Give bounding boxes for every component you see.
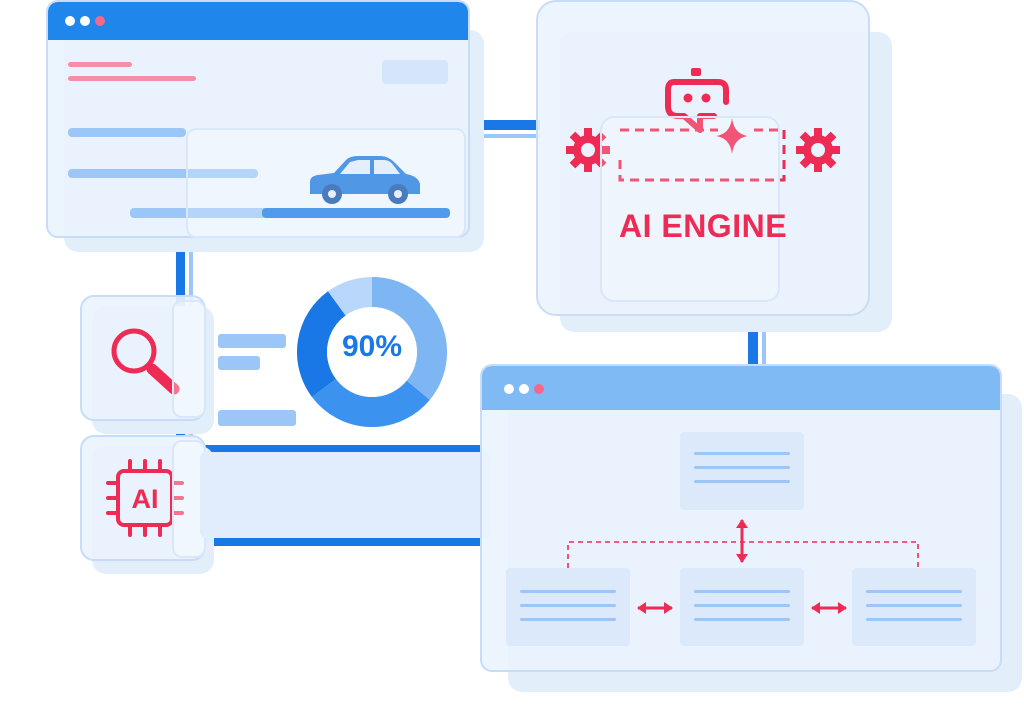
- overlay-strip: [600, 116, 780, 302]
- double-arrow-icon: [637, 602, 673, 614]
- gear-links: [618, 128, 786, 182]
- gear-icon: [566, 128, 610, 172]
- search-icon: [111, 328, 180, 395]
- window-dot: [80, 16, 90, 26]
- ai-chip-tile: AI: [80, 435, 206, 561]
- legend-bar: [218, 334, 286, 348]
- connector-panel: [200, 452, 490, 538]
- legend-bar: [218, 356, 260, 370]
- flow-node-top: [680, 432, 804, 510]
- donut-chart: [297, 277, 447, 427]
- donut-segment: [297, 291, 347, 397]
- donut-segment: [311, 378, 430, 427]
- browser-window-top-left: [46, 0, 470, 238]
- search-tile-overlay: [172, 300, 206, 418]
- progress-fill: [262, 208, 450, 218]
- window-titlebar: [48, 2, 468, 40]
- overlay-panel: [186, 128, 466, 238]
- window-dot: [534, 384, 544, 394]
- title-line: [68, 76, 196, 81]
- ai-chip-icon: AI: [106, 459, 184, 537]
- flow-node-right: [852, 568, 976, 646]
- ai-engine-label: AI ENGINE: [618, 208, 788, 244]
- window-dot: [504, 384, 514, 394]
- title-line: [68, 62, 132, 67]
- sparkle-icon: [716, 118, 748, 154]
- car-icon: [310, 156, 420, 204]
- window-dot: [65, 16, 75, 26]
- gear-icon: [796, 128, 840, 172]
- donut-hole: [327, 307, 417, 397]
- flow-node-center: [680, 568, 804, 646]
- double-arrow-icon: [811, 602, 847, 614]
- donut-segment: [371, 277, 447, 400]
- content-line: [68, 128, 186, 137]
- content-line: [68, 169, 258, 178]
- ai-engine-panel: [536, 0, 870, 316]
- flow-node-left: [506, 568, 630, 646]
- browser-window-bottom-right: [480, 364, 1002, 672]
- window-dot: [95, 16, 105, 26]
- chip-label: AI: [132, 484, 159, 514]
- robot-icon: [665, 68, 729, 133]
- legend-bar: [218, 410, 296, 426]
- donut-value-label: 90%: [341, 330, 403, 363]
- header-placeholder: [382, 60, 448, 84]
- window-dot: [519, 384, 529, 394]
- double-arrow-icon: [736, 519, 748, 563]
- search-tile: [80, 295, 206, 421]
- window-titlebar: [482, 366, 1000, 410]
